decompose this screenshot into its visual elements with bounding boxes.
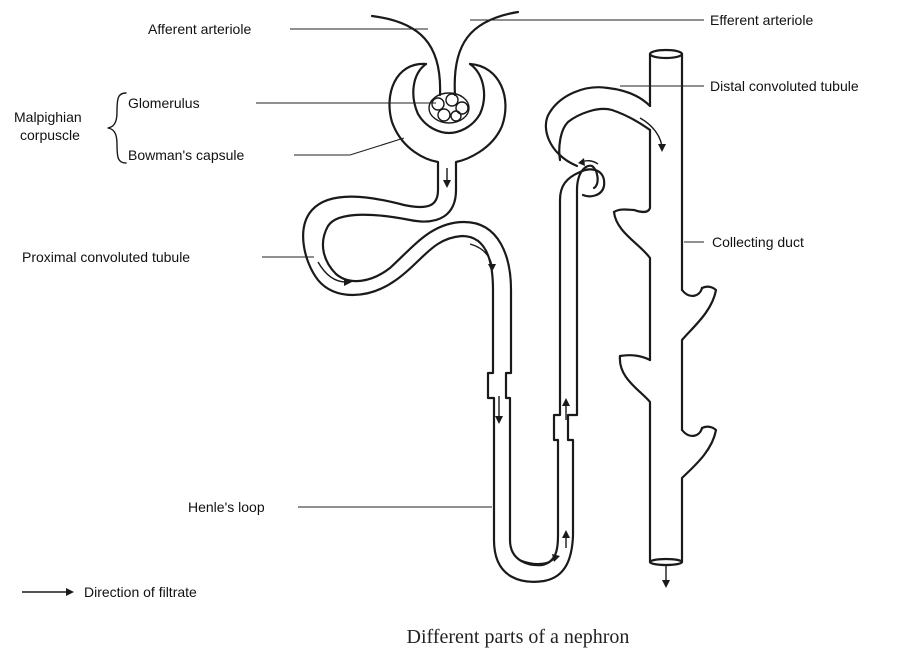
- label-henles-loop: Henle's loop: [188, 499, 265, 515]
- label-proximal-convoluted-tubule: Proximal convoluted tubule: [22, 249, 190, 265]
- label-efferent-arteriole: Efferent arteriole: [710, 12, 813, 28]
- malpighian-bracket: [108, 93, 126, 163]
- tubule: [303, 87, 650, 582]
- figure-caption: Different parts of a nephron: [407, 626, 630, 648]
- label-direction-of-filtrate: Direction of filtrate: [84, 584, 197, 600]
- label-collecting-duct: Collecting duct: [712, 234, 804, 250]
- collecting-duct-shape: [614, 50, 716, 565]
- direction-legend: [22, 588, 74, 596]
- label-malpighian: Malpighian: [14, 109, 82, 125]
- glomerulus-tuft: [429, 93, 469, 123]
- label-corpuscle: corpuscle: [20, 127, 80, 143]
- leader-lines: [256, 20, 704, 507]
- label-glomerulus: Glomerulus: [128, 95, 200, 111]
- label-afferent-arteriole: Afferent arteriole: [148, 21, 251, 37]
- label-bowmans-capsule: Bowman's capsule: [128, 147, 245, 163]
- label-distal-convoluted-tubule: Distal convoluted tubule: [710, 78, 859, 94]
- legend-arrow-icon: [66, 588, 74, 596]
